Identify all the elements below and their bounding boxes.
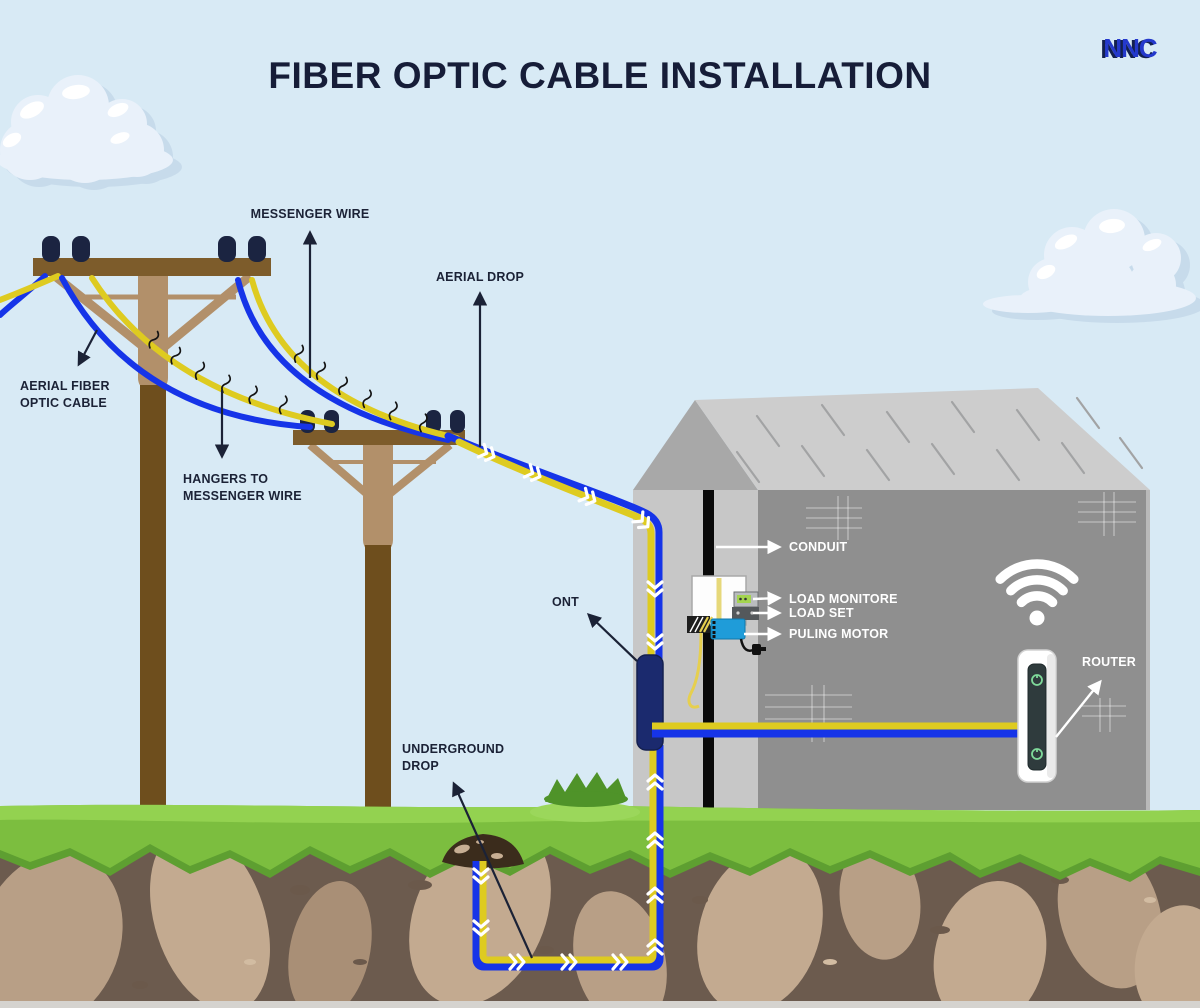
roof: [695, 388, 1150, 490]
soil-speckles: [132, 876, 1069, 989]
roof-texture: [735, 396, 1144, 484]
aerial-drop-cable: [444, 432, 663, 664]
brand-logo: NNC NNC: [1100, 33, 1159, 64]
messenger-wire-span-upper: [249, 277, 460, 441]
pulling-motor-label: PULING MOTOR: [789, 627, 888, 641]
underground-drop-label-line1: UNDERGROUND: [402, 742, 504, 756]
fiber-cable-span-upper: [235, 277, 451, 443]
underground-drop-arrow: [452, 781, 534, 959]
aerial-cables: [0, 273, 460, 443]
router-arrow: [1055, 679, 1102, 738]
messenger-wire-span-lower: [89, 275, 335, 427]
pulling-motor-device: [710, 618, 766, 655]
ont-label: ONT: [552, 595, 579, 609]
grass-mound-highlight: [530, 802, 640, 822]
ont-arrow: [586, 613, 638, 662]
soil-light-dots: [244, 897, 1156, 965]
load-set-device: [732, 607, 759, 620]
router-status-lights: [1031, 674, 1043, 760]
load-monitor-arrow: [752, 591, 782, 606]
gable-face: [633, 400, 758, 490]
fiber-cable-span-lower: [59, 275, 313, 430]
aerial-drop-flow-chevrons: [476, 442, 664, 651]
house-side-wall: [758, 490, 1150, 810]
aerial-fiber-arrow: [77, 329, 98, 367]
callout-arrows-white: [716, 539, 1102, 738]
cloud-left: [0, 75, 182, 190]
conduit-pipe: [703, 490, 714, 808]
page-title: FIBER OPTIC CABLE INSTALLATION: [268, 55, 931, 96]
power-cord: [739, 638, 754, 652]
bottom-edge: [0, 1001, 1200, 1008]
aerial-fiber-label-line1: AERIAL FIBER: [20, 379, 110, 393]
router-device: [1017, 649, 1057, 783]
load-set-label: LOAD SET: [789, 606, 854, 620]
underground-drop-label-line2: DROP: [402, 759, 439, 773]
aerial-fiber-label-line2: OPTIC CABLE: [20, 396, 107, 410]
conduit-label: CONDUIT: [789, 540, 848, 554]
grass: [0, 772, 1200, 882]
capstan-coil: [687, 616, 713, 709]
insulators-pole-left: [42, 236, 266, 262]
router-label: ROUTER: [1082, 655, 1136, 669]
callout-arrows-dark: [77, 230, 638, 959]
svg-text:NNC: NNC: [1100, 34, 1155, 64]
underground-cable-flow-chevrons: [472, 773, 664, 971]
messenger-wire-label: MESSENGER WIRE: [251, 207, 370, 221]
load-monitor-label: LOAD MONITORE: [789, 592, 898, 606]
pulling-equipment: [687, 575, 766, 709]
cable-hangers: [148, 330, 428, 433]
power-plug: [752, 644, 761, 655]
hangers-label-line2: MESSENGER WIRE: [183, 489, 302, 503]
cloud-right: [983, 209, 1200, 323]
pull-rope: [687, 632, 703, 709]
indoor-cable-to-router: [652, 722, 1030, 738]
wifi-icon: [995, 559, 1079, 626]
house: [633, 388, 1150, 810]
hangers-label-line1: HANGERS TO: [183, 472, 268, 486]
aerial-drop-label: AERIAL DROP: [436, 270, 524, 284]
brand-logo-text: NNC: [1103, 33, 1158, 63]
